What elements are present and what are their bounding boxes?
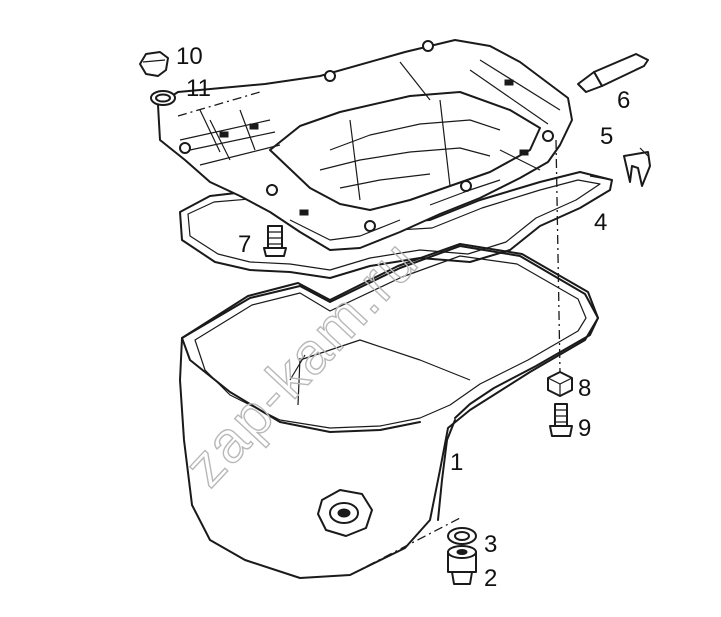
drain-plug	[447, 545, 477, 585]
callout-9: 9	[578, 415, 591, 442]
callout-10: 10	[176, 43, 203, 70]
stud-nut	[547, 371, 573, 397]
callout-8: 8	[578, 375, 591, 402]
filler-o-ring	[150, 90, 176, 106]
frame-bolt	[263, 225, 287, 257]
drain-washer	[447, 527, 477, 545]
leader-lines	[589, 147, 649, 181]
callout-11: 11	[186, 75, 211, 102]
pan-bolt	[549, 403, 573, 437]
callout-4: 4	[594, 209, 607, 236]
callout-5: 5	[600, 123, 613, 150]
callout-2: 2	[484, 565, 497, 592]
callout-labels: 1 2 3 4 5 6 7 8 9 10 11	[176, 43, 630, 592]
callout-6: 6	[617, 87, 630, 114]
callout-7: 7	[238, 231, 251, 258]
sealant-tube	[577, 53, 649, 93]
ladder-frame	[157, 39, 573, 251]
callout-1: 1	[450, 449, 463, 476]
filler-plug	[139, 51, 169, 77]
oil-pan	[179, 243, 599, 579]
alignment-lines	[177, 91, 561, 576]
callout-3: 3	[484, 531, 497, 558]
gasket-clip	[623, 151, 651, 187]
